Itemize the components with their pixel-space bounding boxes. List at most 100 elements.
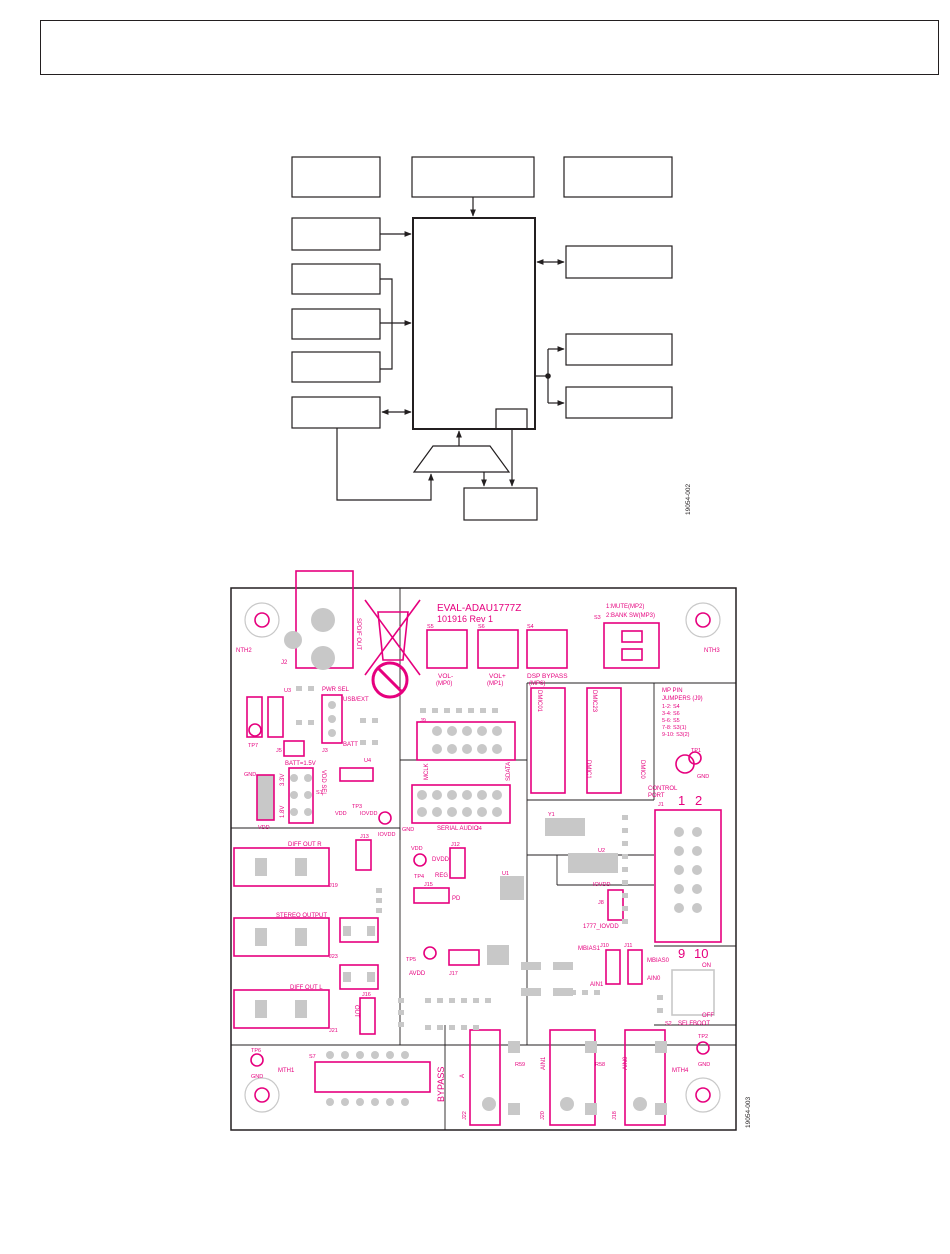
label-mth1: MTH1 bbox=[278, 1068, 295, 1074]
label-j16: J16 bbox=[362, 992, 371, 998]
header-box bbox=[40, 20, 939, 75]
label-selfboot: SELFBOOT bbox=[678, 1021, 710, 1027]
label-port: PORT bbox=[648, 793, 665, 799]
label-s5: S5 bbox=[427, 624, 434, 630]
label-u1: U1 bbox=[502, 871, 509, 877]
label-3v3: 3.3V bbox=[280, 774, 286, 786]
label-j21: J21 bbox=[329, 1028, 338, 1034]
label-mp-pin: MP PIN bbox=[662, 688, 683, 694]
label-j9: J9 bbox=[420, 718, 426, 724]
label-vdd-2: VDD bbox=[335, 811, 347, 817]
label-diff-out-r: DIFF OUT R bbox=[288, 842, 322, 848]
label-a: A bbox=[460, 1074, 466, 1078]
board-name: EVAL-ADAU1777Z bbox=[437, 603, 521, 614]
block-right-3 bbox=[565, 386, 673, 419]
label-j17: J17 bbox=[449, 971, 458, 977]
label-avdd: AVDD bbox=[409, 971, 426, 977]
label-j22: J22 bbox=[462, 1111, 468, 1120]
label-tp1: TP1 bbox=[691, 748, 701, 754]
label-dmic23: DMIC23 bbox=[591, 690, 597, 713]
label-s2: S2 bbox=[665, 1021, 672, 1027]
label-sw-10: 10 bbox=[694, 946, 708, 961]
label-mp1: (MP1) bbox=[487, 681, 503, 687]
block-left-1 bbox=[291, 217, 381, 251]
label-j12: J12 bbox=[451, 842, 460, 848]
label-j2: J2 bbox=[281, 660, 288, 666]
label-jmp2: 3-4: S6 bbox=[662, 711, 680, 717]
block-right-2 bbox=[565, 333, 673, 366]
label-on: ON bbox=[702, 963, 711, 969]
label-jmp5: 9-10: S3(2) bbox=[662, 732, 690, 738]
label-s1: S1 bbox=[316, 790, 323, 796]
label-s4: S4 bbox=[527, 624, 534, 630]
label-u2: U2 bbox=[598, 848, 605, 854]
label-j1: J1 bbox=[658, 802, 664, 808]
block-top-left bbox=[291, 156, 381, 198]
label-batt-15v: BATT=1.5V bbox=[285, 761, 316, 767]
label-off: OFF bbox=[702, 1013, 714, 1019]
block-top-right bbox=[563, 156, 673, 198]
label-s6: S6 bbox=[478, 624, 485, 630]
label-s3: S3 bbox=[594, 615, 601, 621]
label-vol-minus: VOL- bbox=[438, 673, 453, 680]
mux-trapezoid bbox=[412, 445, 511, 473]
figure2-id: 19054-003 bbox=[745, 1097, 752, 1128]
label-sdata: SDATA bbox=[506, 762, 512, 781]
label-dmic1: DMIC1 bbox=[585, 760, 591, 779]
block-core-sub bbox=[495, 408, 528, 430]
label-control-1: 1 bbox=[678, 793, 685, 808]
label-tp6: TP6 bbox=[251, 1048, 261, 1054]
label-reg: REG bbox=[435, 873, 448, 879]
label-tp7: TP7 bbox=[248, 743, 258, 749]
label-gnd-4: GND bbox=[251, 1074, 263, 1080]
block-core bbox=[412, 217, 536, 430]
label-iovdd-3: IOVDD bbox=[593, 882, 610, 888]
label-1777-iovdd: 1777_IOVDD bbox=[583, 924, 619, 930]
label-jmp1: 1-2: S4 bbox=[662, 704, 680, 710]
label-ain0-bottom: AIN0 bbox=[623, 1056, 629, 1070]
label-j15: J15 bbox=[424, 882, 433, 888]
label-u3: U3 bbox=[284, 688, 291, 694]
label-nth2: NTH2 bbox=[236, 648, 252, 654]
label-r59: R59 bbox=[515, 1062, 525, 1068]
label-j11: J11 bbox=[624, 943, 632, 949]
label-j19: J19 bbox=[329, 883, 338, 889]
block-left-3 bbox=[291, 308, 381, 340]
label-1v8: 1.8V bbox=[280, 806, 286, 818]
block-right-1 bbox=[565, 245, 673, 279]
label-ain1-bottom: AIN1 bbox=[541, 1056, 547, 1070]
label-r58: R58 bbox=[595, 1062, 605, 1068]
label-vdd-sel: VDD SEL bbox=[320, 770, 326, 796]
label-serial-audio: SERIAL AUDIO bbox=[437, 826, 479, 832]
label-mth4: MTH4 bbox=[672, 1068, 689, 1074]
board-outline bbox=[230, 587, 737, 1131]
label-nth3: NTH3 bbox=[704, 648, 720, 654]
label-ain0: AIN0 bbox=[647, 976, 661, 982]
label-gnd-5: GND bbox=[698, 1062, 710, 1068]
label-j3: J3 bbox=[322, 748, 328, 754]
label-mbias0: MBIAS0 bbox=[647, 958, 670, 964]
label-control: CONTROL bbox=[648, 786, 678, 792]
label-y1: Y1 bbox=[548, 812, 555, 818]
label-j10: J10 bbox=[600, 943, 609, 949]
pcb-board: EVAL-ADAU1777Z 101916 Rev 1 1:MUTE(MP2) … bbox=[230, 570, 737, 1131]
label-usb-ext: USB/EXT bbox=[343, 697, 369, 703]
label-jmp4: 7-8: S3(1) bbox=[662, 725, 687, 731]
label-tp4: TP4 bbox=[414, 874, 424, 880]
label-out: OUT bbox=[353, 1005, 359, 1018]
block-left-2 bbox=[291, 263, 381, 295]
label-gnd-1: GND bbox=[244, 772, 256, 778]
label-dvdd: DVDD bbox=[432, 857, 450, 863]
label-gnd-3: GND bbox=[402, 827, 414, 833]
label-iovdd-1: IOVDD bbox=[378, 832, 395, 838]
label-dmic0: DMIC0 bbox=[639, 760, 645, 779]
label-mute: 1:MUTE(MP2) bbox=[606, 604, 644, 610]
label-s7: S7 bbox=[309, 1054, 316, 1060]
label-ain1: AIN1 bbox=[590, 982, 604, 988]
label-diff-out-l: DIFF OUT L bbox=[290, 985, 323, 991]
label-bypass: BYPASS bbox=[436, 1067, 446, 1102]
label-vdd-1: VDD bbox=[258, 825, 270, 831]
label-tp3: TP3 bbox=[352, 804, 362, 810]
label-mp6: (MP6) bbox=[529, 681, 545, 687]
label-bank: 2:BANK SW(MP3) bbox=[606, 613, 655, 619]
